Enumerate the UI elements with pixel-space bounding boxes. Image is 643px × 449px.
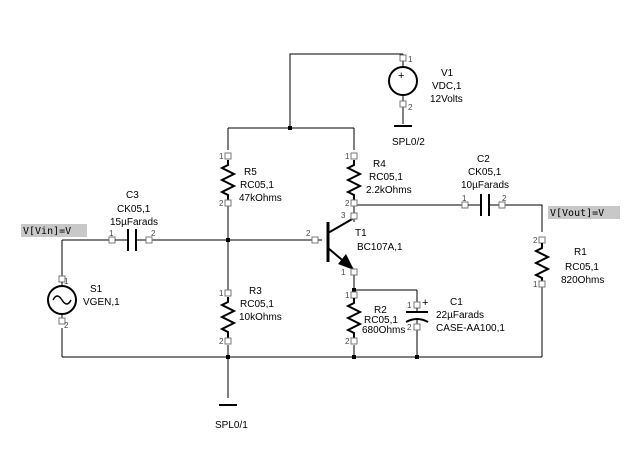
sine-wave-icon	[52, 295, 72, 305]
svg-text:1: 1	[109, 229, 114, 238]
r3-value: 10kOhms	[239, 312, 282, 323]
svg-text:2: 2	[502, 194, 507, 203]
r1-ref: R1	[574, 247, 587, 258]
r4-ref: R4	[373, 159, 386, 170]
v1-ref: V1	[441, 68, 454, 79]
r3-ref: R3	[249, 286, 262, 297]
svg-text:1: 1	[341, 268, 346, 277]
c1-ref: C1	[450, 297, 463, 308]
svg-text:1: 1	[407, 301, 412, 310]
svg-text:1: 1	[219, 152, 224, 161]
c2-model: CK05,1	[468, 167, 502, 178]
r5-ref: R5	[244, 167, 257, 178]
c1-capacitor[interactable]: 1 + 2 C1 22µFarads CASE-AA100,1	[405, 297, 505, 334]
junction-dot	[226, 355, 230, 359]
resistor-icon	[219, 297, 237, 338]
c2-capacitor[interactable]: 1 2 C2 CK05,1 10µFarads	[461, 154, 509, 216]
v1-dc-source[interactable]: 1 + 2 V1 VDC,1 12Volts	[388, 54, 463, 112]
emitter-arrow-icon	[338, 254, 354, 270]
svg-text:1: 1	[462, 194, 467, 203]
wire-c2-r1[interactable]	[505, 204, 543, 232]
r2-resistor[interactable]: 1 2 R2 RC05,1 680Ohms	[345, 291, 405, 346]
junction-dot	[288, 126, 292, 130]
t1-transistor[interactable]: 2 3 1 T1 BC107A,1	[306, 211, 403, 277]
wires	[61, 53, 543, 398]
svg-text:2: 2	[219, 199, 224, 208]
svg-text:2: 2	[151, 229, 156, 238]
t1-model: BC107A,1	[357, 242, 403, 253]
r3-model: RC05,1	[240, 299, 274, 310]
s1-ref: S1	[90, 284, 103, 295]
vout-label: V[Vout]=V	[550, 208, 604, 219]
ground-top-label: SPL0/2	[392, 137, 425, 148]
c1-model: 22µFarads	[436, 310, 484, 321]
t1-ref: T1	[355, 228, 367, 239]
r5-resistor[interactable]: 1 2 R5 RC05,1 47kOhms	[219, 152, 282, 208]
svg-text:2: 2	[306, 229, 311, 238]
c3-value: 15µFarads	[110, 217, 158, 228]
r1-resistor[interactable]: 2 1 R1 RC05,1 820Ohms	[533, 236, 604, 289]
c3-ref: C3	[126, 190, 139, 201]
junctions	[226, 126, 419, 359]
r5-model: RC05,1	[240, 180, 274, 191]
s1-model: VGEN,1	[83, 297, 120, 308]
v1-pin-top: 1	[408, 55, 413, 64]
r2-ref: R2	[374, 305, 387, 316]
ground-bottom-label: SPL0/1	[215, 420, 248, 431]
v1-pin-bottom: 2	[408, 103, 413, 112]
c1-value: CASE-AA100,1	[436, 323, 505, 334]
svg-text:3: 3	[341, 211, 346, 220]
c2-ref: C2	[477, 154, 490, 165]
r5-value: 47kOhms	[239, 193, 282, 204]
junction-dot	[415, 355, 419, 359]
vin-net-label[interactable]: V[Vin]=V	[21, 224, 87, 237]
r3-resistor[interactable]: 1 2 R3 RC05,1 10kOhms	[219, 286, 282, 346]
svg-text:1: 1	[219, 289, 224, 298]
v1-value: 12Volts	[430, 94, 463, 105]
junction-dot	[226, 238, 230, 242]
ground-top[interactable]: SPL0/2	[392, 125, 425, 148]
junction-dot	[352, 288, 356, 292]
r4-model: RC05,1	[369, 172, 403, 183]
ground-bottom[interactable]: SPL0/1	[215, 404, 248, 431]
resistor-icon	[219, 160, 237, 200]
svg-text:2: 2	[533, 236, 538, 245]
s1-ac-source[interactable]: 1 2 S1 VGEN,1	[47, 275, 120, 330]
resistor-icon	[533, 243, 551, 282]
svg-text:1: 1	[533, 280, 538, 289]
r2-value: 680Ohms	[362, 325, 405, 336]
resistor-icon	[345, 160, 363, 200]
vout-net-label[interactable]: V[Vout]=V	[548, 206, 620, 219]
svg-text:1: 1	[345, 291, 350, 300]
r2-model: RC05,1	[364, 315, 398, 326]
c2-value: 10µFarads	[461, 180, 509, 191]
wire-supply-top[interactable]	[289, 53, 403, 128]
svg-text:2: 2	[345, 337, 350, 346]
svg-text:2: 2	[219, 337, 224, 346]
svg-text:2: 2	[64, 321, 69, 330]
v1-model: VDC,1	[432, 81, 462, 92]
junction-dot	[352, 355, 356, 359]
vin-label: V[Vin]=V	[23, 226, 71, 237]
c3-capacitor[interactable]: 1 2 C3 CK05,1 15µFarads	[108, 190, 158, 251]
r4-value: 2.2kOhms	[366, 185, 412, 196]
svg-text:1: 1	[64, 277, 69, 286]
svg-text:2: 2	[345, 199, 350, 208]
resistor-icon	[345, 298, 363, 338]
c3-model: CK05,1	[117, 204, 151, 215]
r1-value: 820Ohms	[561, 275, 604, 286]
svg-text:+: +	[398, 70, 404, 82]
r1-model: RC05,1	[565, 262, 599, 273]
svg-text:2: 2	[407, 323, 412, 332]
r4-resistor[interactable]: 1 2 R4 RC05,1 2.2kOhms	[345, 152, 412, 208]
svg-text:+: +	[422, 297, 428, 309]
svg-text:1: 1	[345, 152, 350, 161]
